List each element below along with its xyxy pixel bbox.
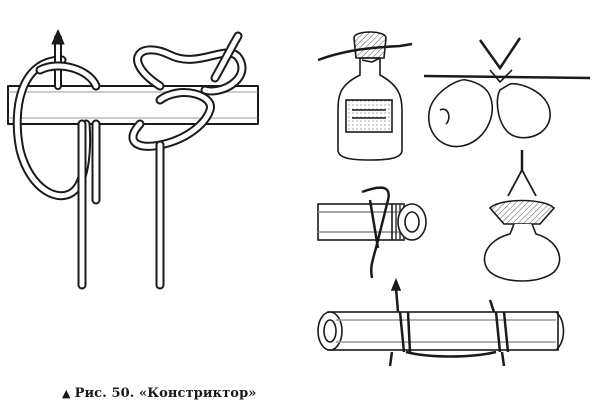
figure-caption: ▲Рис. 50. «Констриктор» — [62, 386, 256, 401]
knot-tying-diagram — [7, 29, 259, 290]
pipe-two-knots — [317, 277, 565, 367]
caption-marker: ▲ — [62, 387, 71, 400]
hanging-bag — [483, 150, 561, 282]
bottle-neck-tie — [317, 31, 413, 161]
figure-number: Рис. 50. — [74, 386, 135, 401]
bag-necks-tie — [423, 37, 591, 148]
pipe-end-tie — [317, 186, 427, 279]
figure-title: «Констриктор» — [139, 386, 257, 401]
